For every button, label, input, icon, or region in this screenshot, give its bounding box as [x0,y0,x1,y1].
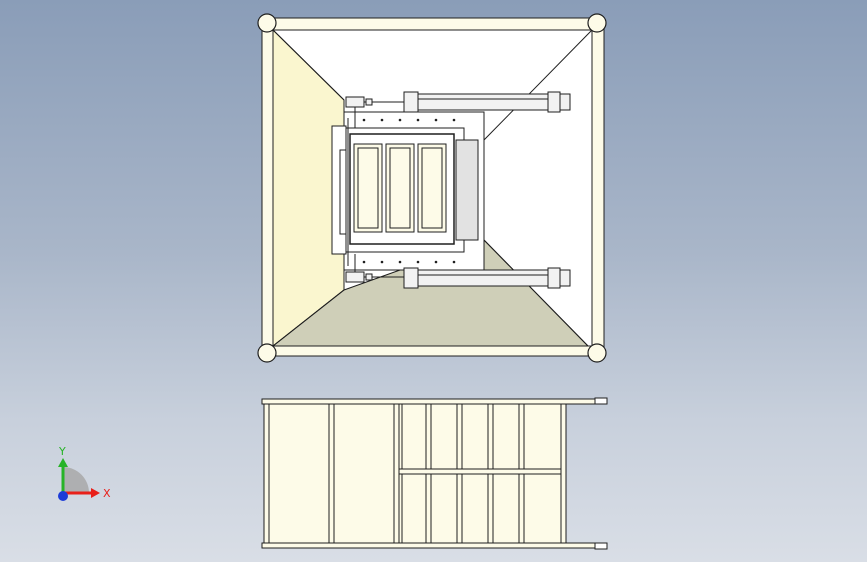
door-panel-3-inner [421,147,443,229]
corner-post-icon [587,13,607,33]
diag-edge-br [483,239,589,347]
corner-post-icon [587,343,607,363]
front-bottom-rail-cap [594,542,608,550]
upper-hydraulic-cylinder[interactable] [345,91,571,128]
corner-post-icon [257,343,277,363]
door-hinge-bar [339,149,347,235]
door-bolts-top [362,118,456,122]
diag-edge-tr [483,29,593,141]
diag-edge-tl [272,29,345,101]
front-bottom-rail [261,542,608,549]
top-view[interactable] [257,13,607,363]
front-post-2 [393,403,400,544]
corner-post-icon [257,13,277,33]
lower-hydraulic-cylinder[interactable] [345,254,571,289]
door-right-shade [455,139,479,241]
front-post-right [560,403,567,544]
axis-y-label: Y [58,445,66,458]
front-post-1 [328,403,335,544]
axis-x-label: X [103,487,111,500]
door-bolts-bottom [362,260,456,264]
front-mid-rail [398,468,562,475]
front-post-left [263,403,270,544]
front-view[interactable] [261,397,608,550]
front-top-rail-cap [594,397,608,405]
coordinate-triad-icon[interactable]: X Y [58,445,111,501]
door-panel-1-inner [357,147,379,229]
front-top-rail [261,398,608,405]
diag-edge-bl [272,289,345,347]
door-panel-2-inner [389,147,411,229]
